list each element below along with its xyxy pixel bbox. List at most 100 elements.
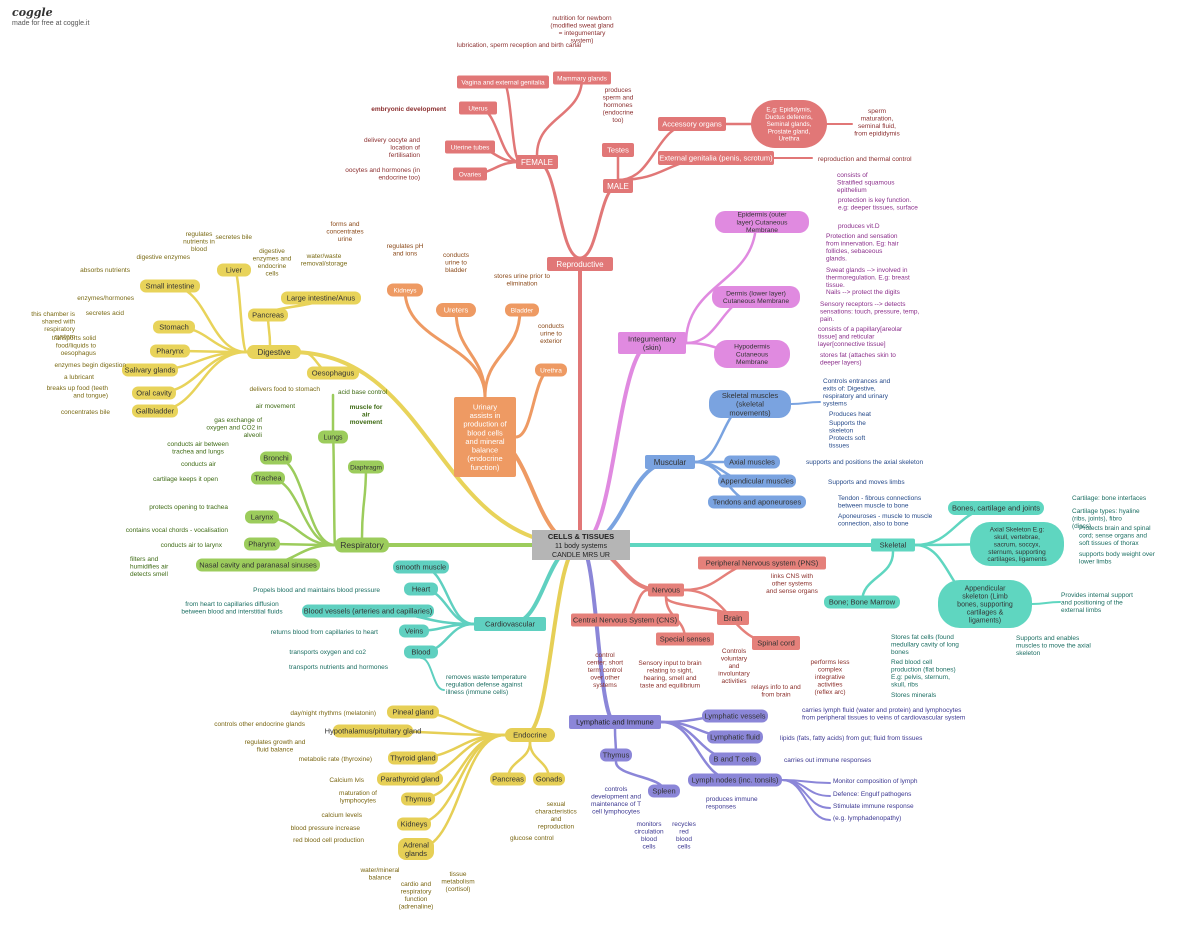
- genitalia-box[interactable]: [658, 151, 774, 165]
- skeletal-box[interactable]: [871, 538, 915, 552]
- oral-cavity-box[interactable]: [132, 386, 176, 400]
- vagina-box[interactable]: [457, 75, 549, 89]
- veins-box[interactable]: [399, 624, 429, 638]
- salivary-box[interactable]: [122, 363, 178, 377]
- testes-box[interactable]: [602, 143, 634, 157]
- trachea-box[interactable]: [251, 471, 285, 485]
- parathyroid-box[interactable]: [377, 772, 443, 786]
- ureters-box[interactable]: [436, 303, 476, 317]
- spleen-box[interactable]: [648, 784, 680, 798]
- hypodermis-box[interactable]: [714, 340, 790, 368]
- appendicular-muscles-label: Appendicular muscles: [720, 477, 794, 486]
- respiratory-label: Respiratory: [340, 540, 384, 550]
- bone-marrow-box[interactable]: [824, 595, 900, 609]
- bt-cells-box[interactable]: [709, 752, 761, 766]
- nodes-a: Monitor composition of lymph: [833, 778, 918, 785]
- skeletal-muscles-box[interactable]: [709, 390, 791, 418]
- lymph-vessels-box[interactable]: [702, 709, 768, 723]
- lymph-thymus-box[interactable]: [600, 748, 632, 762]
- axial-skeleton-box[interactable]: [970, 522, 1064, 566]
- tendons-box[interactable]: [708, 495, 806, 509]
- spinal-cord-box[interactable]: [752, 636, 800, 650]
- center-node-box[interactable]: [532, 530, 630, 560]
- endocrine-kidneys-box[interactable]: [397, 817, 431, 831]
- digestive-box[interactable]: [247, 345, 301, 359]
- tubes-label: Uterine tubes: [451, 144, 490, 151]
- appendicular-skeleton-box[interactable]: [938, 580, 1032, 628]
- accessory-eg-box[interactable]: [751, 100, 827, 148]
- lymphatic-box[interactable]: [569, 715, 661, 729]
- stomach-box[interactable]: [153, 320, 195, 334]
- blood-vessels-box[interactable]: [302, 604, 434, 618]
- heart-box[interactable]: [404, 582, 438, 596]
- accessory-box[interactable]: [658, 117, 726, 131]
- mammary-box[interactable]: [553, 71, 611, 85]
- digestive-pancreas-box[interactable]: [248, 308, 288, 322]
- branch-line: [420, 657, 445, 691]
- liver-box[interactable]: [217, 263, 251, 277]
- nasal-label: Nasal cavity and paranasal sinuses: [199, 561, 317, 570]
- bones-joints-box[interactable]: [948, 501, 1044, 515]
- thyroid-box[interactable]: [388, 751, 438, 765]
- male-box[interactable]: [603, 179, 633, 193]
- female-box[interactable]: [516, 155, 558, 169]
- lungs-box[interactable]: [318, 430, 348, 444]
- branch-line: [232, 268, 249, 354]
- brain-box[interactable]: [717, 611, 749, 625]
- heart-note: Propels blood and maintains blood pressu…: [253, 587, 380, 594]
- respiratory-box[interactable]: [335, 537, 389, 553]
- cns-box[interactable]: [571, 613, 679, 627]
- uterus-box[interactable]: [459, 101, 497, 115]
- bladder-box[interactable]: [505, 303, 539, 317]
- cardiovascular-box[interactable]: [474, 617, 546, 631]
- blood-box[interactable]: [404, 645, 438, 659]
- epidermis-box[interactable]: [715, 211, 809, 233]
- integumentary-box[interactable]: [618, 332, 686, 354]
- large-intestine-box[interactable]: [281, 291, 361, 305]
- pns-label: Peripheral Nervous system (PNS): [706, 559, 819, 568]
- liver-b: secretes bile: [216, 234, 253, 241]
- branch-line: [483, 308, 522, 399]
- branch-line: [535, 76, 584, 157]
- muscular-box[interactable]: [645, 455, 695, 469]
- oesophagus-box[interactable]: [307, 366, 359, 380]
- nervous-box[interactable]: [648, 583, 684, 597]
- urinary-kidneys-box[interactable]: [387, 283, 423, 297]
- dermis-box[interactable]: [712, 286, 800, 308]
- diaphragm-box[interactable]: [348, 460, 384, 474]
- appendicular-muscles-box[interactable]: [718, 474, 796, 488]
- thyroid-label: Thyroid gland: [390, 754, 435, 763]
- lymph-nodes-box[interactable]: [688, 773, 782, 787]
- reproductive-box[interactable]: [547, 257, 613, 271]
- endocrine-pancreas-box[interactable]: [490, 772, 526, 786]
- urinary-box[interactable]: [454, 397, 516, 477]
- gallbladder-box[interactable]: [132, 404, 178, 418]
- small-intestine-box[interactable]: [140, 279, 200, 293]
- lymph-fluid-box[interactable]: [707, 730, 763, 744]
- axial-muscles-box[interactable]: [724, 455, 780, 469]
- pineal-box[interactable]: [387, 705, 439, 719]
- urethra-box[interactable]: [535, 363, 567, 377]
- branch-line: [781, 779, 831, 821]
- pns-box[interactable]: [698, 556, 826, 570]
- hypothalamus-box[interactable]: [333, 724, 413, 738]
- smooth-muscle-box[interactable]: [393, 560, 449, 574]
- endocrine-box[interactable]: [505, 728, 555, 742]
- endocrine-thymus-box[interactable]: [401, 792, 435, 806]
- larynx-box[interactable]: [245, 510, 279, 524]
- epi-b: protection is key function.e.g: deeper t…: [838, 197, 918, 211]
- respiratory-pharynx-box[interactable]: [244, 537, 280, 551]
- gonads-box[interactable]: [533, 772, 565, 786]
- nasal-box[interactable]: [196, 558, 320, 572]
- special-senses-box[interactable]: [656, 632, 714, 646]
- bronchi-box[interactable]: [260, 451, 292, 465]
- digestive-pharynx-box[interactable]: [150, 344, 190, 358]
- tubes-box[interactable]: [445, 140, 495, 154]
- adrenal-box[interactable]: [398, 838, 434, 860]
- ovaries-box[interactable]: [453, 167, 487, 181]
